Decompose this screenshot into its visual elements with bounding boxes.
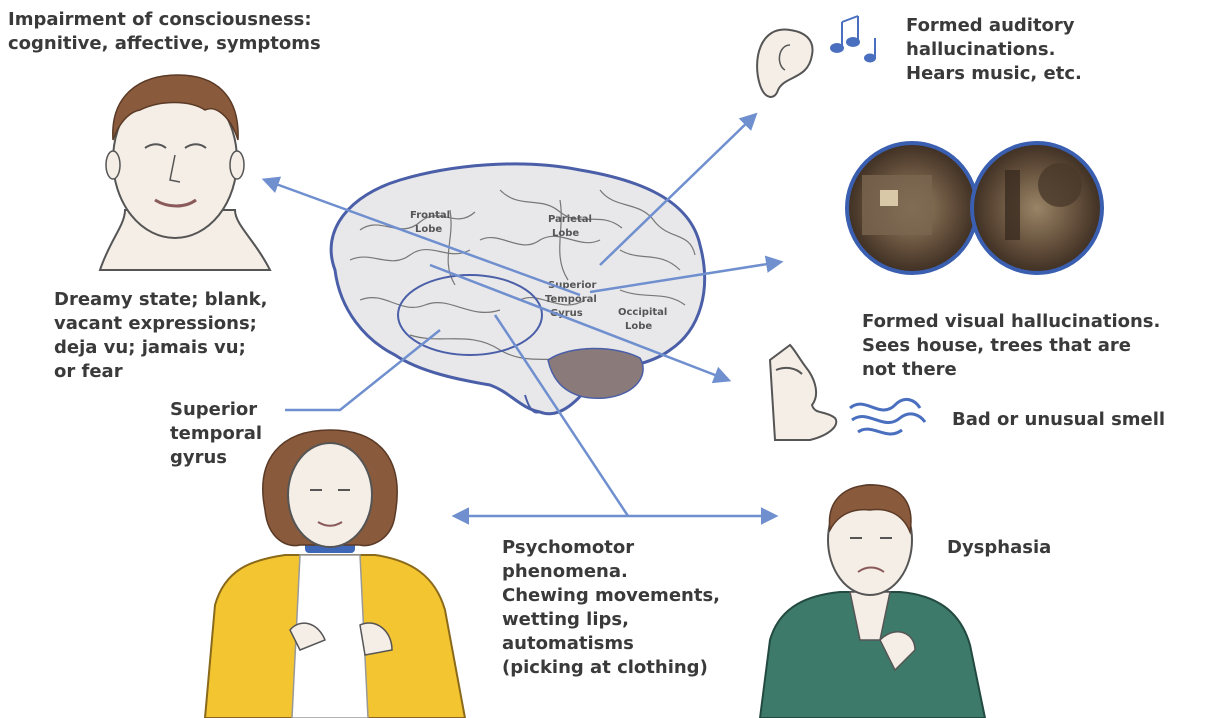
label-formed-auditory-hallucinations: Formed auditory hallucinations. Hears mu… [906, 14, 1082, 86]
brain-outline [331, 164, 704, 414]
woman-illustration [205, 430, 465, 718]
smell-wave-icon [850, 399, 925, 434]
brain-label-parietal-1: Parietal [548, 214, 592, 225]
brain-label-frontal-2: Lobe [415, 224, 442, 235]
man-illustration [760, 485, 985, 718]
label-superior-temporal-gyrus: Superior temporal gyrus [170, 398, 262, 470]
label-formed-visual-hallucinations: Formed visual hallucinations. Sees house… [862, 310, 1160, 382]
label-bad-unusual-smell: Bad or unusual smell [952, 408, 1165, 432]
label-dysphasia: Dysphasia [947, 536, 1051, 560]
brain-label-superior-2: Temporal [545, 294, 597, 305]
visual-hallucination-image [847, 143, 1102, 273]
brain-label-occipital-1: Occipital [618, 307, 667, 318]
face-illustration [100, 75, 270, 270]
nose-illustration [770, 345, 836, 440]
brain-label-parietal-2: Lobe [552, 228, 579, 239]
music-notes-icon [831, 16, 875, 62]
brain-illustration: Frontal Lobe Parietal Lobe Superior Temp… [331, 164, 704, 414]
label-psychomotor-phenomena: Psychomotor phenomena. Chewing movements… [502, 536, 720, 680]
ear-illustration [757, 30, 812, 97]
brain-label-occipital-2: Lobe [625, 321, 652, 332]
label-impairment-of-consciousness: Impairment of consciousness: cognitive, … [8, 8, 321, 56]
label-dreamy-state: Dreamy state; blank, vacant expressions;… [54, 288, 268, 384]
brain-label-frontal-1: Frontal [410, 210, 450, 221]
